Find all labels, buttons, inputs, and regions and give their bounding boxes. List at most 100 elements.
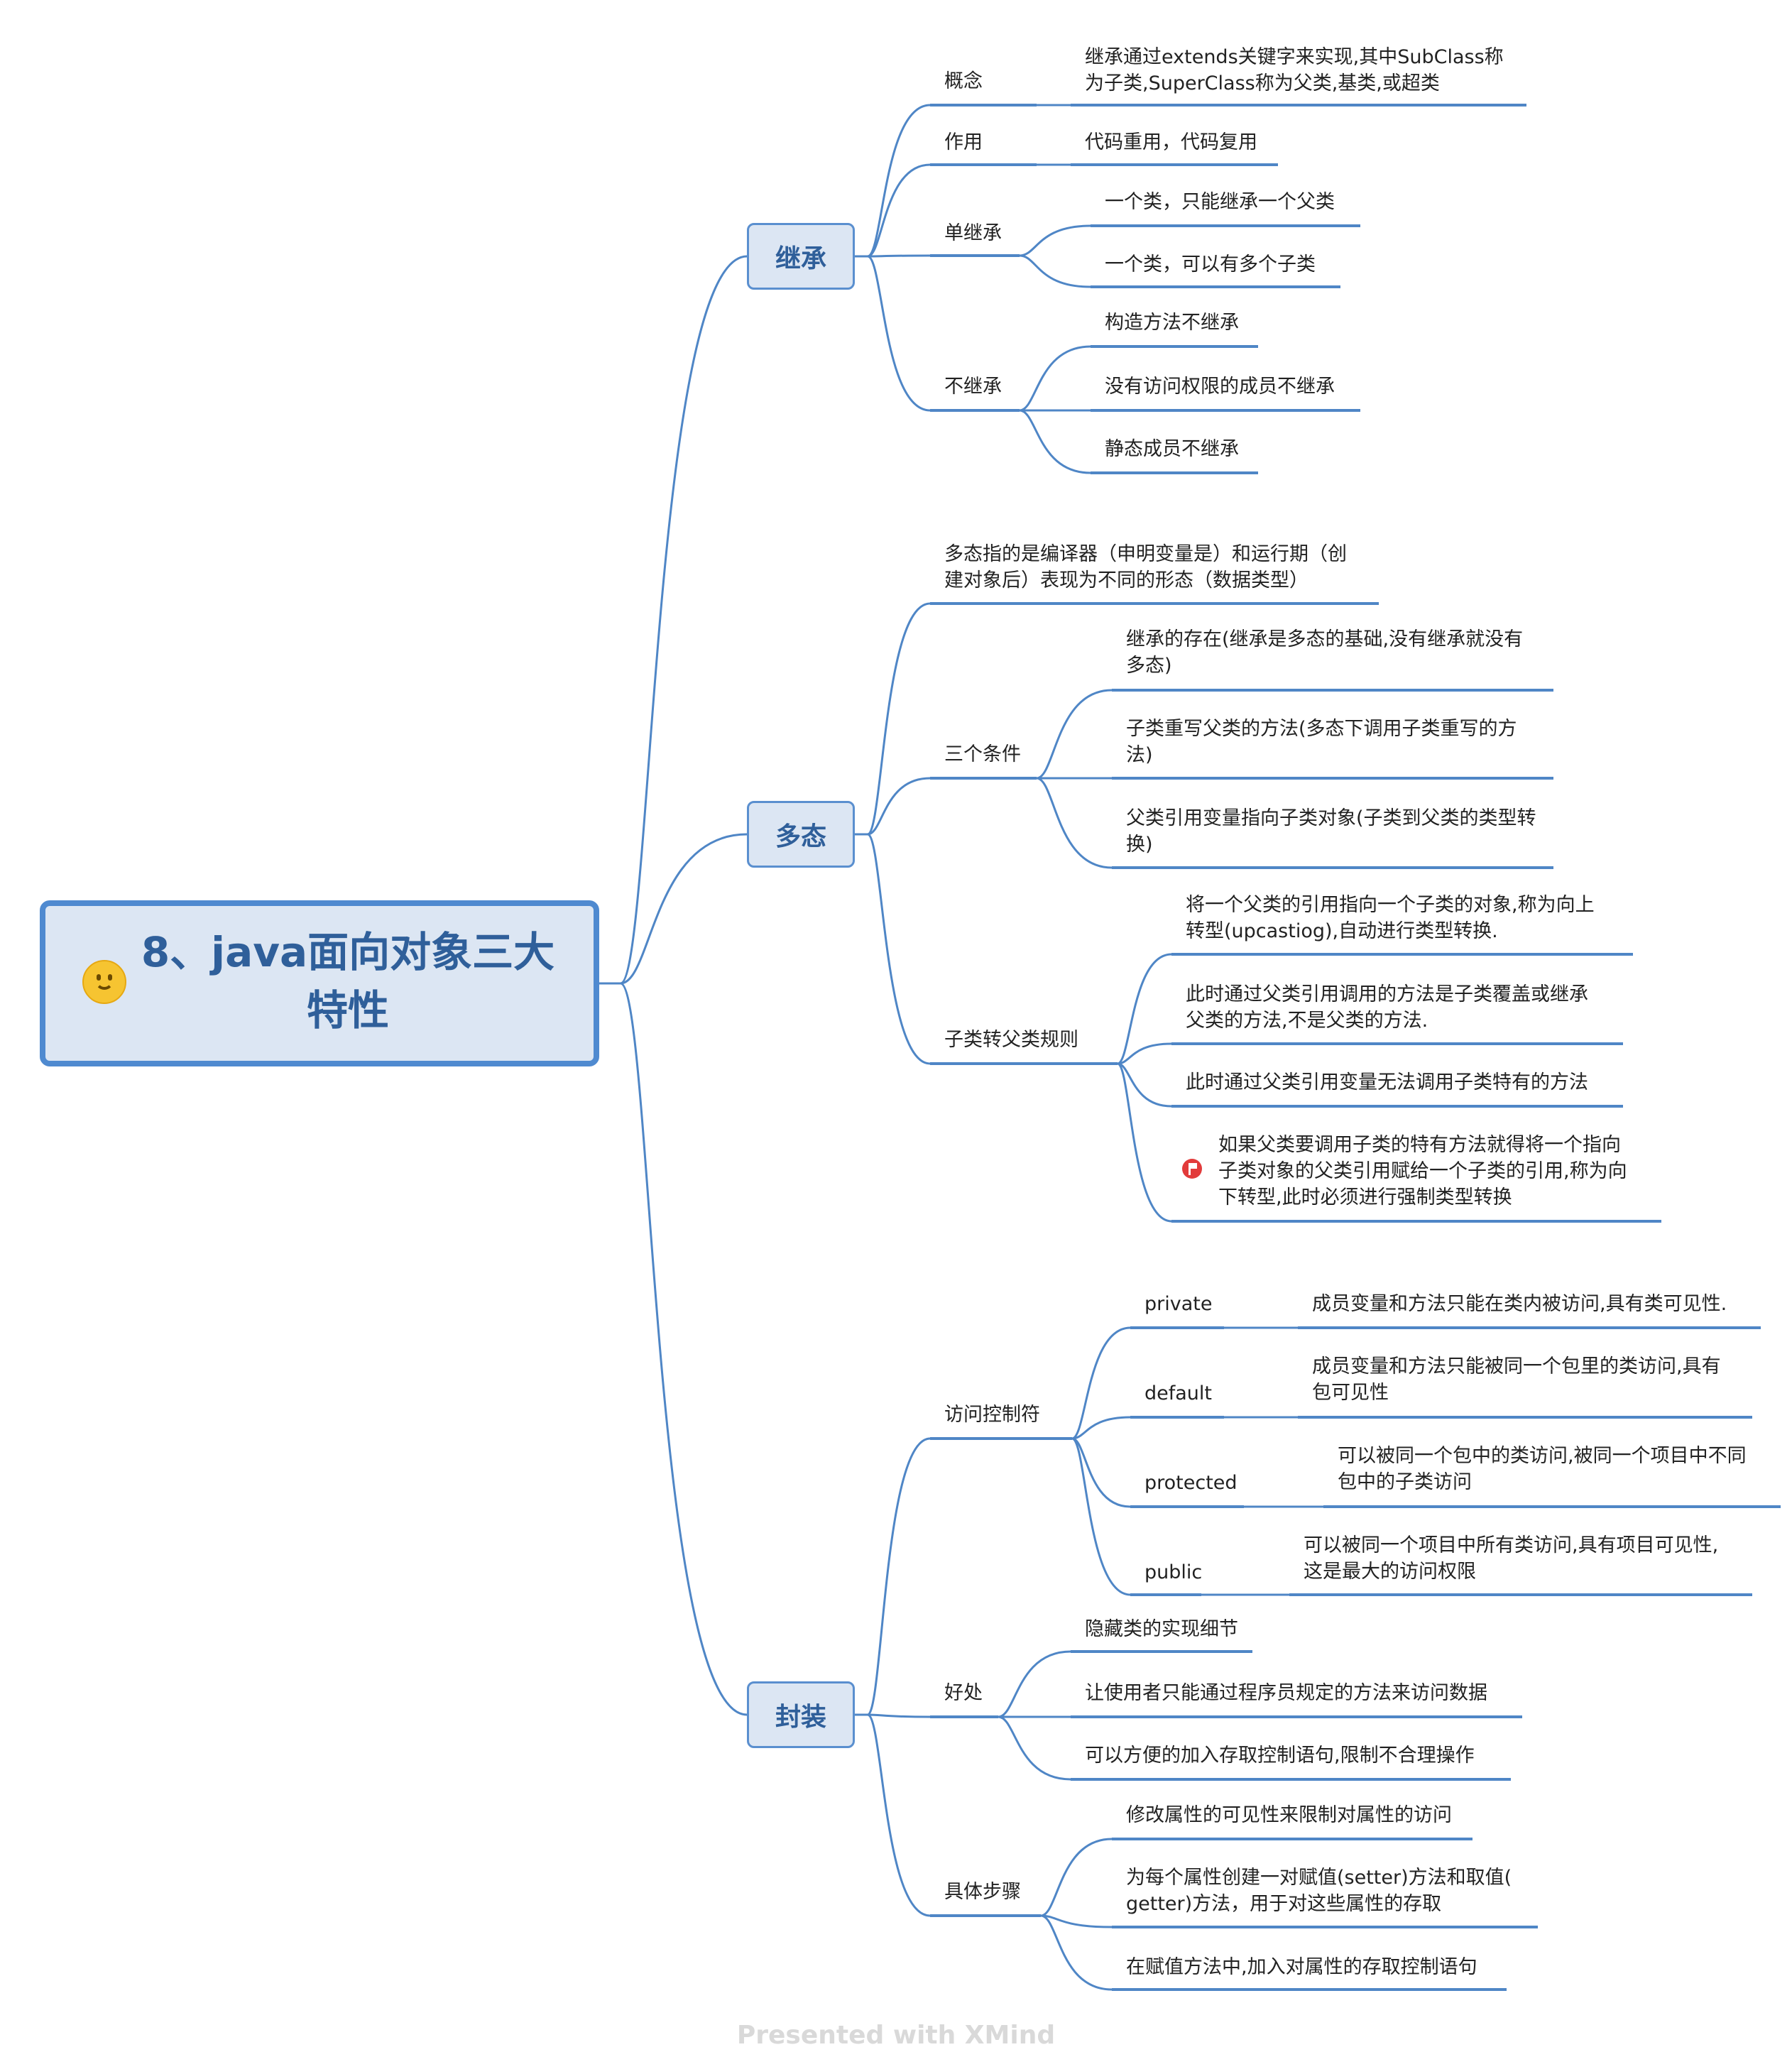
wire-not-1 — [1019, 345, 1091, 412]
wire-poly-cond — [867, 777, 931, 836]
not-item-3[interactable]: 静态成员不继承 — [1105, 438, 1239, 460]
wire-steps-2 — [1040, 1914, 1113, 1928]
underline-not-item-2 — [1091, 409, 1360, 412]
underline-benefit-item-3 — [1071, 1778, 1511, 1781]
underline-cond-item-1 — [1112, 689, 1553, 692]
underline-rule-item-4 — [1171, 1220, 1661, 1223]
wire-inherit-concept — [867, 104, 931, 258]
wire-not-3 — [1019, 409, 1091, 474]
rule-item-4-line-1: 如果父类要调用子类的特有方法就得将一个指向 — [1218, 1134, 1621, 1156]
underline-step-item-2 — [1112, 1926, 1538, 1928]
step-item-2-line-1: 为每个属性创建一对赋值(setter)方法和取值( — [1126, 1867, 1512, 1889]
cond-item-1-line-2: 多态) — [1126, 655, 1172, 677]
protected-desc-line-2: 包中的子类访问 — [1338, 1471, 1472, 1493]
cond-item-2-line-1: 子类重写父类的方法(多态下调用子类重写的方 — [1126, 718, 1517, 740]
modifier-public[interactable]: public — [1144, 1561, 1203, 1583]
rule-item-1[interactable]: 将一个父类的引用指向一个子类的对象,称为向上 转型(upcastiog),自动进… — [1186, 892, 1595, 944]
underline-access-modifiers — [930, 1437, 1072, 1440]
step-item-3[interactable]: 在赋值方法中,加入对属性的存取控制语句 — [1126, 1956, 1477, 1978]
single-item-2[interactable]: 一个类，可以有多个子类 — [1105, 253, 1316, 275]
branch-inheritance[interactable]: 继承 — [747, 223, 855, 290]
public-desc-line-1: 可以被同一个项目中所有类访问,具有项目可见性, — [1304, 1534, 1719, 1556]
topic-steps[interactable]: 具体步骤 — [944, 1881, 1021, 1903]
private-desc[interactable]: 成员变量和方法只能在类内被访问,具有类可见性. — [1312, 1293, 1727, 1315]
xmind-footer: Presented with XMind — [736, 2021, 1056, 2050]
topic-three-conditions[interactable]: 三个条件 — [944, 743, 1021, 765]
branch-encapsulation[interactable]: 封装 — [747, 1681, 855, 1748]
wire-benefit-1 — [998, 1650, 1071, 1718]
modifier-protected[interactable]: protected — [1144, 1472, 1238, 1494]
underline-benefits — [930, 1715, 998, 1718]
topic-cast-rules[interactable]: 子类转父类规则 — [944, 1029, 1078, 1051]
underline-rule-item-2 — [1171, 1042, 1623, 1045]
topic-single-inherit[interactable]: 单继承 — [944, 222, 1002, 244]
underline-not-item-1 — [1091, 345, 1258, 348]
single-item-1[interactable]: 一个类，只能继承一个父类 — [1105, 191, 1335, 213]
wire-encap-steps — [867, 1713, 931, 1917]
smiley-icon — [82, 960, 126, 1004]
wire-cond-1 — [1036, 689, 1113, 780]
concept-text-line-2: 为子类,SuperClass称为父类,基类,或超类 — [1085, 72, 1440, 94]
rule-item-4-line-2: 子类对象的父类引用赋给一个子类的引用,称为向 — [1218, 1160, 1627, 1182]
concept-text[interactable]: 继承通过extends关键字来实现,其中SubClass称 为子类,SuperC… — [1085, 44, 1504, 97]
topic-benefits[interactable]: 好处 — [944, 1682, 983, 1704]
wire-single-2 — [1019, 254, 1091, 288]
wire-steps-3 — [1040, 1914, 1113, 1991]
underline-steps — [930, 1914, 1041, 1917]
public-desc[interactable]: 可以被同一个项目中所有类访问,具有项目可见性, 这是最大的访问权限 — [1304, 1532, 1718, 1585]
not-item-2[interactable]: 没有访问权限的成员不继承 — [1105, 376, 1335, 398]
underline-single-item-2 — [1091, 285, 1340, 288]
cond-item-3-line-2: 换) — [1126, 834, 1153, 856]
topic-use[interactable]: 作用 — [944, 131, 983, 153]
use-text[interactable]: 代码重用，代码复用 — [1085, 131, 1257, 153]
public-desc-line-2: 这是最大的访问权限 — [1304, 1561, 1476, 1583]
protected-desc[interactable]: 可以被同一个包中的类访问,被同一个项目中不同 包中的子类访问 — [1338, 1443, 1747, 1495]
underline-single-inherit — [930, 254, 1020, 257]
modifier-private[interactable]: private — [1144, 1293, 1213, 1315]
benefit-item-1[interactable]: 隐藏类的实现细节 — [1085, 1618, 1238, 1640]
underline-cast-rules — [930, 1062, 1118, 1065]
rule-item-3[interactable]: 此时通过父类引用变量无法调用子类特有的方法 — [1186, 1071, 1588, 1093]
underline-private-desc — [1298, 1326, 1761, 1329]
wire-inherit-not — [867, 255, 931, 412]
wire-benefit-3 — [998, 1715, 1071, 1781]
default-desc-line-1: 成员变量和方法只能被同一个包里的类访问,具有 — [1312, 1355, 1721, 1377]
underline-single-item-1 — [1091, 224, 1360, 227]
topic-not-inherit[interactable]: 不继承 — [944, 376, 1002, 398]
wire-root-poly — [620, 833, 748, 985]
poly-definition-line-1: 多态指的是编译器（申明变量是）和运行期（创 — [944, 543, 1347, 565]
rule-item-1-line-1: 将一个父类的引用指向一个子类的对象,称为向上 — [1186, 894, 1595, 916]
default-desc-line-2: 包可见性 — [1312, 1382, 1389, 1404]
wire-root-encap — [620, 982, 748, 1716]
wire-rule-3 — [1117, 1062, 1172, 1108]
underline-step-item-1 — [1112, 1838, 1473, 1840]
wire-rule-2 — [1117, 1042, 1172, 1065]
underline-not-inherit — [930, 409, 1020, 412]
topic-access-modifiers[interactable]: 访问控制符 — [944, 1404, 1040, 1426]
cond-item-1-line-1: 继承的存在(继承是多态的基础,没有继承就没有 — [1126, 628, 1524, 650]
step-item-2[interactable]: 为每个属性创建一对赋值(setter)方法和取值( getter)方法，用于对这… — [1126, 1865, 1512, 1917]
poly-definition[interactable]: 多态指的是编译器（申明变量是）和运行期（创 建对象后）表现为不同的形态（数据类型… — [944, 541, 1347, 594]
cond-item-3[interactable]: 父类引用变量指向子类对象(子类到父类的类型转 换) — [1126, 805, 1536, 858]
rule-item-2[interactable]: 此时通过父类引用调用的方法是子类覆盖或继承 父类的方法,不是父类的方法. — [1186, 981, 1588, 1034]
benefit-item-3[interactable]: 可以方便的加入存取控制语句,限制不合理操作 — [1085, 1745, 1475, 1767]
cond-item-1[interactable]: 继承的存在(继承是多态的基础,没有继承就没有 多态) — [1126, 626, 1523, 679]
underline-concept — [930, 104, 1037, 107]
rule-item-4-line-3: 下转型,此时必须进行强制类型转换 — [1218, 1186, 1512, 1208]
benefit-item-2[interactable]: 让使用者只能通过程序员规定的方法来访问数据 — [1085, 1682, 1487, 1704]
underline-poly-definition — [930, 602, 1379, 605]
underline-default-desc — [1298, 1416, 1752, 1419]
default-desc[interactable]: 成员变量和方法只能被同一个包里的类访问,具有 包可见性 — [1312, 1353, 1721, 1406]
step-item-1[interactable]: 修改属性的可见性来限制对属性的访问 — [1126, 1804, 1452, 1826]
underline-modifier-public — [1130, 1593, 1201, 1596]
modifier-default[interactable]: default — [1144, 1382, 1213, 1404]
not-item-1[interactable]: 构造方法不继承 — [1105, 312, 1239, 334]
root-topic-box[interactable] — [40, 900, 599, 1066]
rule-item-4[interactable]: 如果父类要调用子类的特有方法就得将一个指向 子类对象的父类引用赋给一个子类的引用… — [1218, 1132, 1627, 1211]
underline-concept-text — [1071, 104, 1526, 107]
topic-concept[interactable]: 概念 — [944, 70, 983, 92]
cond-item-2[interactable]: 子类重写父类的方法(多态下调用子类重写的方 法) — [1126, 716, 1517, 768]
wire-encap-benefit — [867, 1713, 931, 1718]
branch-polymorphism[interactable]: 多态 — [747, 801, 855, 868]
